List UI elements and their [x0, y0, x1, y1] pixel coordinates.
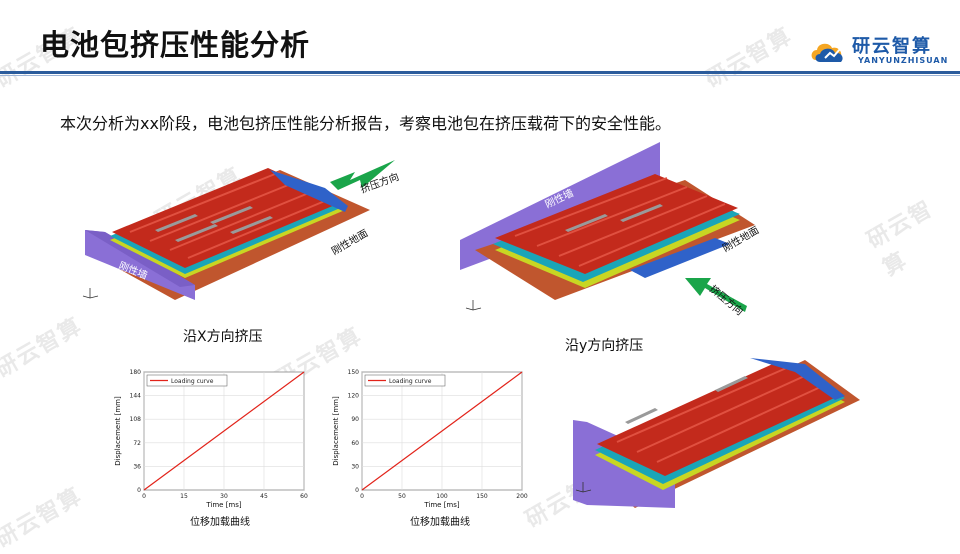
y-tick-label: 90 — [351, 416, 359, 423]
direction-label: 挤压方向 — [707, 282, 746, 318]
x-tick-label: 0 — [142, 493, 146, 500]
watermark: 研云智算 — [701, 23, 798, 93]
model-x-crush: 挤压方向 刚性地面 刚性墙 — [82, 160, 401, 300]
y-axis-label: Displacement [mm] — [332, 396, 340, 466]
logo-subtext: YANYUNZHISUAN — [858, 56, 949, 65]
x-tick-label: 200 — [516, 493, 528, 500]
y-axis-label: Displacement [mm] — [114, 396, 122, 466]
x-axis-label: Time [ms] — [205, 501, 242, 509]
intro-text: 本次分析为xx阶段，电池包挤压性能分析报告，考察电池包在挤压载荷下的安全性能。 — [60, 114, 671, 133]
watermark: 研云智算 — [0, 483, 88, 553]
chart-x-caption: 位移加载曲线 — [190, 517, 250, 528]
axis-triad-icon — [465, 300, 482, 311]
model-crushed-result — [573, 358, 860, 508]
x-tick-label: 60 — [300, 493, 308, 500]
ground-label: 刚性地面 — [329, 226, 370, 257]
header-divider-thin — [0, 75, 960, 76]
y-tick-label: 108 — [130, 416, 142, 423]
legend-box — [146, 374, 228, 387]
series-line-loading-curve — [143, 371, 305, 491]
y-tick-label: 144 — [130, 393, 142, 400]
y-tick-label: 60 — [351, 440, 359, 447]
x-tick-label: 100 — [436, 493, 448, 500]
watermark: 研云智算 — [0, 313, 88, 383]
y-tick-label: 30 — [351, 463, 359, 470]
legend-box — [364, 374, 446, 387]
y-tick-label: 0 — [355, 487, 359, 494]
x-tick-label: 15 — [180, 493, 188, 500]
y-tick-label: 120 — [348, 393, 360, 400]
model-y-crush: 刚性墙 刚性地面 挤压方向 — [460, 142, 761, 318]
y-tick-label: 0 — [137, 487, 141, 494]
rigid-wall — [85, 230, 195, 300]
model-y-caption: 沿y方向挤压 — [565, 338, 644, 354]
y-tick-label: 180 — [130, 369, 142, 376]
y-tick-label: 72 — [133, 440, 141, 447]
legend-label: Loading curve — [389, 378, 432, 385]
rigid-wall — [573, 420, 587, 505]
series-line-loading-curve — [361, 371, 523, 491]
y-tick-label: 36 — [133, 463, 141, 470]
x-tick-label: 30 — [220, 493, 228, 500]
y-tick-label: 150 — [348, 369, 360, 376]
header-divider — [0, 71, 960, 74]
crush-direction-arrow — [330, 160, 395, 190]
legend-label: Loading curve — [171, 378, 214, 385]
watermark: 研云智算 — [863, 195, 938, 282]
x-tick-label: 50 — [398, 493, 406, 500]
chart-y-caption: 位移加载曲线 — [410, 517, 470, 528]
x-tick-label: 45 — [260, 493, 268, 500]
axis-triad-icon — [82, 288, 99, 299]
axis-triad-icon — [575, 482, 592, 493]
page-title: 电池包挤压性能分析 — [40, 28, 311, 62]
x-axis-label: Time [ms] — [423, 501, 460, 509]
crush-direction-arrow — [685, 278, 747, 312]
cloud-logo-icon — [811, 43, 843, 62]
logo-text: 研云智算 — [852, 36, 932, 57]
x-tick-label: 0 — [360, 493, 364, 500]
x-tick-label: 150 — [476, 493, 488, 500]
model-x-caption: 沿X方向挤压 — [183, 329, 263, 345]
